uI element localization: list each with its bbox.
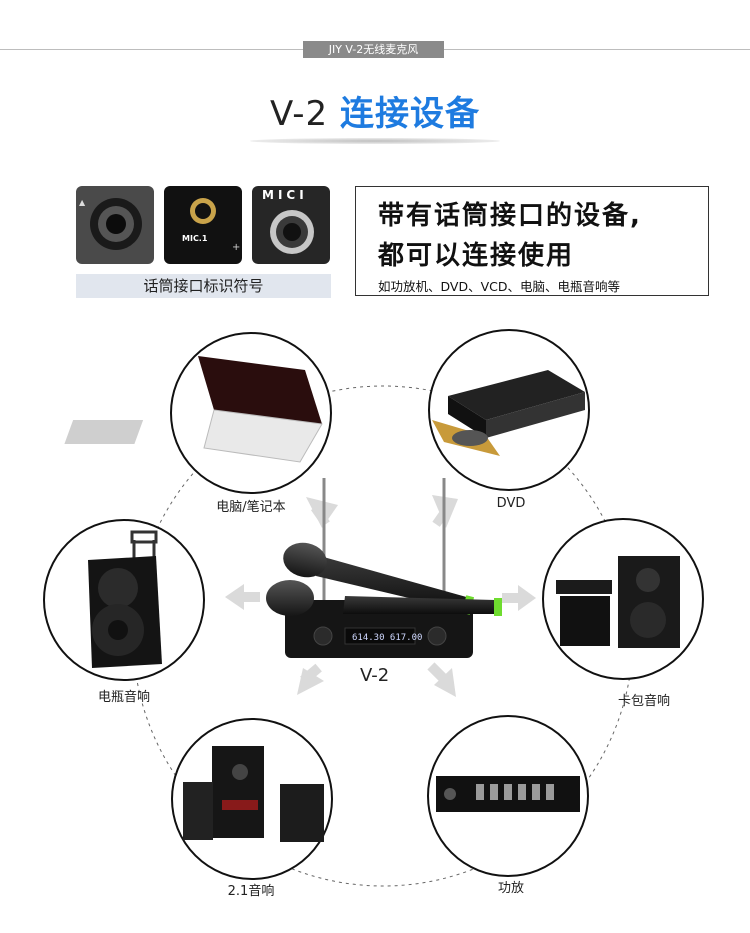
label-karaoke: 卡包音响 [617,694,670,709]
info-line-3: 如功放机、DVD、VCD、电脑、电瓶音响等 [378,279,620,294]
title-main: 连接设备 [339,94,480,134]
info-line-2: 都可以连接使用 [378,241,575,271]
page-title: V-2 连接设备 [0,86,750,135]
device-karaoke-speaker [542,518,704,680]
jack-image-1: ▲ [76,186,154,264]
v2-receiver-image: 614.30 617.00 [266,478,502,658]
device-battery-speaker [43,519,205,681]
svg-text:614.30 617.00: 614.30 617.00 [352,633,422,643]
label-dvd: DVD [496,496,526,511]
info-line-1: 带有话筒接口的设备, [378,201,642,231]
label-amplifier: 功放 [497,881,524,896]
device-amplifier [427,715,589,877]
jack-image-2: MIC.1 + [164,186,242,264]
device-2-1-speaker [171,718,333,880]
center-label: V-2 [360,665,390,686]
jack-label-mici: MICI [262,188,308,202]
product-tag: JIY V-2无线麦克风 [303,41,444,58]
label-battery-speaker: 电瓶音响 [97,690,150,705]
arrows [225,495,536,697]
jack-caption: 话筒接口标识符号 [76,274,331,298]
label-2-1-speaker: 2.1音响 [227,884,275,899]
arrow-down-right [434,668,456,697]
jack-image-3: MICI [252,186,330,264]
title-prefix: V-2 [270,94,340,134]
jack-label-mic1: MIC.1 [182,234,208,243]
label-laptop: 电脑/笔记本 [216,500,286,515]
arrow-right [518,585,536,611]
arrow-left [225,584,244,610]
device-dvd [428,329,590,491]
info-box [355,186,709,296]
device-laptop [64,332,332,494]
microphone-2 [266,580,502,616]
title-shadow [250,138,500,144]
